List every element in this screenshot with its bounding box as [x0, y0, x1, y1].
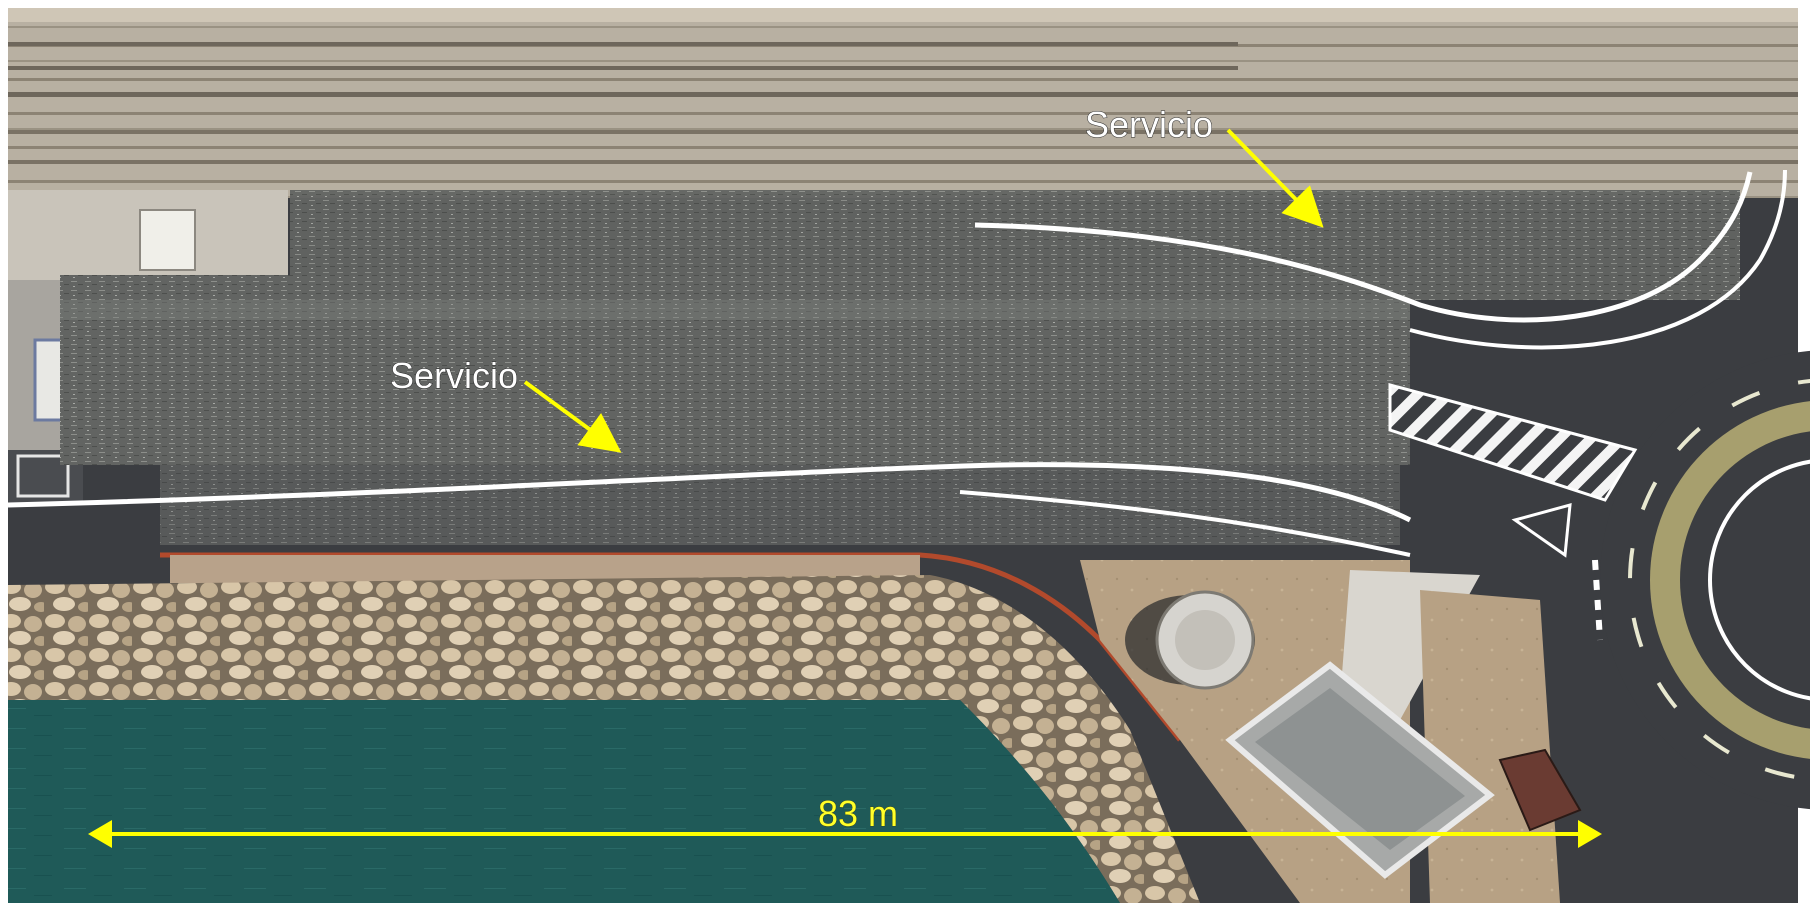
road-line-upper: [974, 171, 1753, 323]
rail-track-1: [8, 42, 1238, 46]
service-label-top: Servicio: [1085, 104, 1213, 145]
pavement-streak: [60, 300, 1410, 320]
degraded-pavement-main: [60, 275, 1410, 465]
roundabout-inner-road: [1680, 431, 1810, 729]
tower-top: [1175, 610, 1235, 670]
service-middle-arrow: [523, 380, 622, 453]
hatched-island: [1388, 383, 1638, 502]
sand-lot-right: [1420, 590, 1560, 903]
stop-marking: [16, 454, 70, 498]
rail-track-5: [8, 160, 1798, 164]
road-line-upper-outer: [1409, 169, 1787, 350]
pier-building-roof: [1255, 688, 1465, 850]
degraded-pavement-top: [290, 190, 1740, 300]
rail-track-3: [8, 92, 1798, 97]
distance-arrow-right: [1578, 820, 1602, 848]
triangle-island: [1511, 502, 1572, 558]
yield-line: [1592, 559, 1603, 641]
road-line-lower-inner: [959, 490, 1411, 557]
quay-top-edge: [8, 8, 1798, 22]
sea-water: [8, 700, 1120, 903]
small-shed: [139, 209, 196, 271]
rail-track-2: [8, 66, 1238, 70]
distance-arrow-left: [88, 820, 112, 848]
rail-track-4: [8, 130, 1798, 134]
parked-car: [1498, 748, 1582, 832]
red-curb: [160, 552, 1182, 742]
distance-label: 83 m: [818, 793, 898, 834]
rock-breakwater: [8, 575, 1200, 903]
service-label-middle: Servicio: [390, 355, 518, 396]
road-line-lower: [7, 462, 1412, 523]
service-top-arrow: [1226, 128, 1324, 228]
roundabout-inner-line: [1708, 459, 1810, 701]
railway-quay: [8, 8, 1798, 198]
